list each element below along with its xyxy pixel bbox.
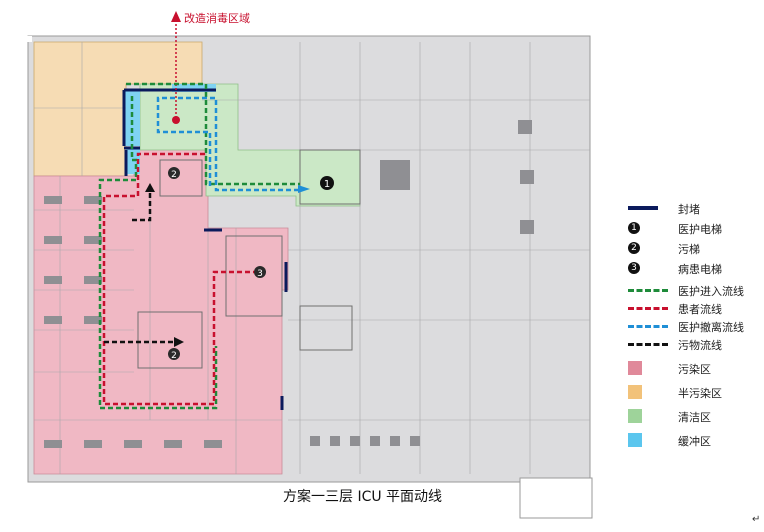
fixtures [44,120,534,448]
legend-item-waste-flow: 污物流线 [620,336,760,354]
legend-label: 缓冲区 [678,435,711,448]
wall-grid [34,42,590,474]
legend-item-buffer-zone: 缓冲区 [620,432,760,450]
legend-elevator-number-icon: 2 [628,242,640,254]
legend-zone-swatch-icon [628,433,642,447]
elevator-marker-staff: 1 [320,176,334,190]
legend-label: 污物流线 [678,339,722,352]
stair-core-dirty-lower [137,311,203,369]
legend-label: 医护进入流线 [678,285,744,298]
plan-title: 方案一三层 ICU 平面动线 [283,489,443,505]
legend-label: 污染区 [678,363,711,376]
legend-item-seal: 封堵 [620,200,760,218]
legend-flow-line-icon [628,343,668,346]
outline-notch-bottom-right [519,477,593,519]
waste-flow-arrow-lower [174,337,184,347]
legend-item-staff-elevator: 1 医护电梯 [620,220,760,238]
legend-flow-line-icon [628,325,668,328]
stair-core-dirty-upper [159,159,203,197]
legend-flow-line-icon [628,307,668,310]
staff-in-flow-line [126,82,300,186]
elevator-marker-patient: 3 [254,266,266,279]
legend-label: 患者流线 [678,303,722,316]
paragraph-return-mark: ↵ [752,514,761,525]
elevator-number: 2 [171,170,177,180]
buffer-zone-top [172,84,216,92]
legend-elevator-number-icon: 3 [628,262,640,274]
legend-item-semi-contaminated-zone: 半污染区 [620,384,760,402]
legend: 封堵 1 医护电梯 2 污梯 3 病患电梯医护进入流线患者流线医护撤离流线污物流线污染区半污… [620,200,760,460]
legend-label: 医护撤离流线 [678,321,744,334]
stair-core-staff [299,149,361,205]
legend-item-contaminated-zone: 污染区 [620,360,760,378]
legend-label: 病患电梯 [678,263,722,276]
stair-core-patient [225,235,283,317]
elevator-marker-dirty-lower: 2 [168,348,180,361]
legend-flow-line-icon [628,289,668,292]
legend-item-dirty-elevator: 2 污梯 [620,240,760,258]
outline-notch-top-left [24,36,32,42]
elevator-number: 1 [324,179,330,190]
waste-flow-line-upper [132,190,152,222]
clean-zone [139,83,361,207]
patient-flow-line [102,152,258,406]
elevator-marker-dirty-upper: 2 [168,167,180,180]
legend-item-patient-flow: 患者流线 [620,300,760,318]
stair-core-gray [299,305,353,351]
staff-out-flow-arrow [298,185,310,193]
legend-label: 封堵 [678,203,700,216]
staff-out-flow-line [156,96,300,192]
legend-label: 半污染区 [678,387,722,400]
staff-in-flow-loop [98,96,218,410]
legend-item-staff-in-flow: 医护进入流线 [620,282,760,300]
disinfection-area-label: 改造消毒区域 [184,12,250,25]
legend-item-patient-elevator: 3 病患电梯 [620,260,760,278]
legend-label: 污梯 [678,243,700,256]
buffer-zone-upper [124,90,140,146]
disinfection-pointer-arrow [171,11,181,22]
legend-zone-swatch-icon [628,409,642,423]
legend-item-clean-zone: 清洁区 [620,408,760,426]
legend-label: 清洁区 [678,411,711,424]
legend-label: 医护电梯 [678,223,722,236]
legend-zone-swatch-icon [628,385,642,399]
legend-item-staff-out-flow: 医护撤离流线 [620,318,760,336]
elevator-number: 3 [257,269,263,279]
disinfection-dot [172,116,180,124]
legend-zone-swatch-icon [628,361,642,375]
legend-elevator-number-icon: 1 [628,222,640,234]
elevator-number: 2 [171,351,177,361]
waste-flow-arrow-upper [145,183,155,192]
legend-seal-bar-icon [628,206,658,210]
